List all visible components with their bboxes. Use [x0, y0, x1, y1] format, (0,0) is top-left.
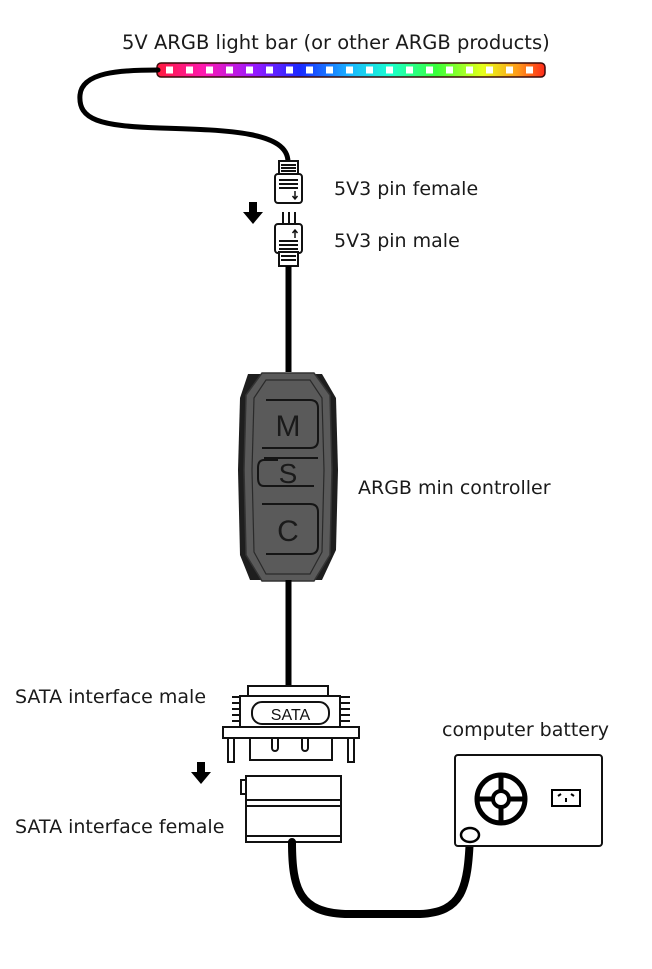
power-socket-icon — [551, 789, 581, 807]
sata-male-label: SATA interface male — [15, 686, 207, 708]
pin-male-label: 5V3 pin male — [334, 230, 460, 252]
button-m-label: M — [276, 410, 301, 443]
light-bar-cable — [77, 67, 291, 165]
sata-female-connector — [240, 775, 342, 843]
argb-light-bar — [156, 62, 546, 78]
pin-female-connector — [274, 160, 303, 204]
arrow-down-icon — [191, 762, 211, 784]
controller-button-m[interactable] — [262, 399, 319, 449]
pin-male-connector — [274, 212, 303, 267]
controller-button-s[interactable] — [257, 459, 314, 487]
fan-icon — [474, 772, 528, 826]
button-c-label: C — [277, 515, 299, 548]
pin-female-label: 5V3 pin female — [334, 178, 479, 200]
button-s-label: S — [279, 458, 298, 489]
arrow-down-icon — [243, 202, 263, 224]
controller-button-c[interactable] — [262, 503, 319, 555]
sata-badge: SATA — [271, 707, 311, 724]
battery-label: computer battery — [442, 719, 610, 741]
diagram-title: 5V ARGB light bar (or other ARGB product… — [122, 31, 550, 54]
sata-male-connector — [222, 685, 360, 763]
argb-controller: M S C — [238, 372, 338, 582]
psu-cable — [288, 831, 474, 918]
led-dots — [166, 66, 533, 74]
computer-psu — [454, 754, 603, 847]
controller-label: ARGB min controller — [358, 477, 551, 499]
sata-female-label: SATA interface female — [15, 816, 225, 838]
